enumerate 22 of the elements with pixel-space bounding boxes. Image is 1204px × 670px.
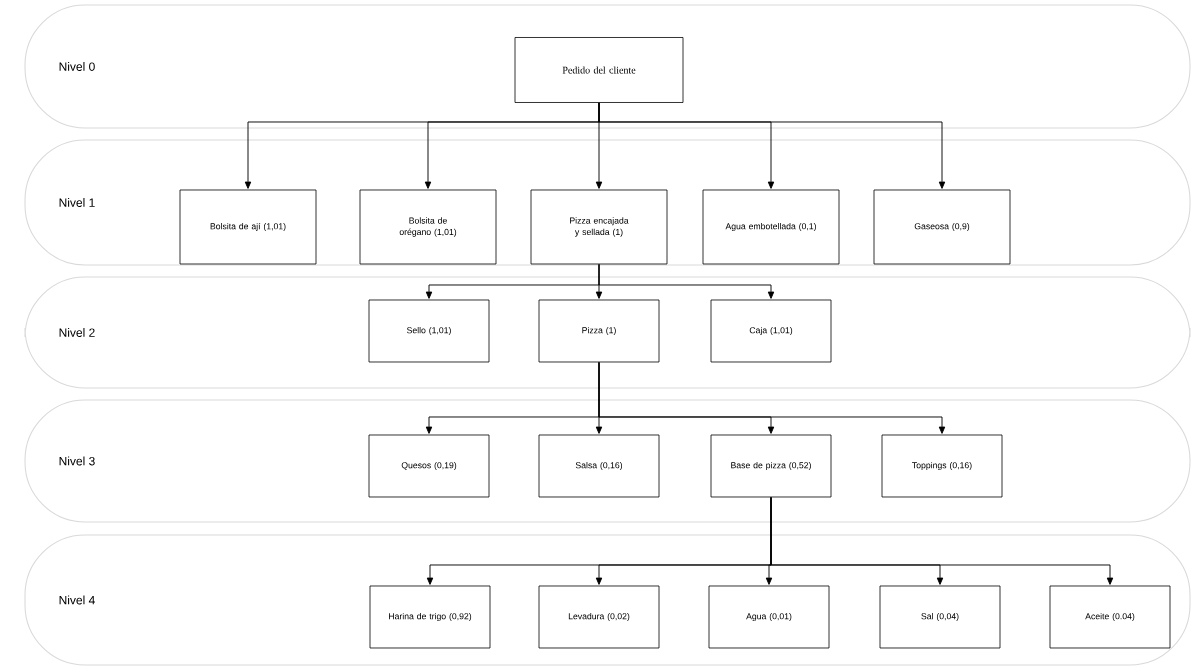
item-box: Pedido del cliente <box>514 37 684 103</box>
item-box: Toppings (0,16) <box>881 434 1003 498</box>
item-box: Caja (1,01) <box>710 299 832 363</box>
arrow <box>598 102 946 189</box>
item-box: Harina de trigo (0,92) <box>369 585 491 649</box>
item-box: Levadura (0,02) <box>538 585 660 649</box>
arrow <box>598 361 946 434</box>
arrow <box>770 496 1114 585</box>
arrow <box>598 263 775 299</box>
item-box: Salsa (0,16) <box>538 434 660 498</box>
item-box: Pizza (1) <box>538 299 660 363</box>
item-box: Base de pizza (0,52) <box>710 434 832 498</box>
item-box: Pizza encajada y sellada (1) <box>530 189 668 265</box>
item-box: Gaseosa (0,9) <box>873 189 1011 265</box>
item-box: Sello (1,01) <box>368 299 490 363</box>
item-box: Agua embotellada (0,1) <box>702 189 840 265</box>
item-box: Quesos (0,19) <box>368 434 490 498</box>
item-box: Bolsita de orégano (1,01) <box>359 189 497 265</box>
item-box: Bolsita de ají (1,01) <box>179 189 317 265</box>
item-box: Sal (0,04) <box>879 585 1001 649</box>
item-box: Agua (0,01) <box>708 585 830 649</box>
item-box: Aceite (0.04) <box>1049 585 1171 649</box>
